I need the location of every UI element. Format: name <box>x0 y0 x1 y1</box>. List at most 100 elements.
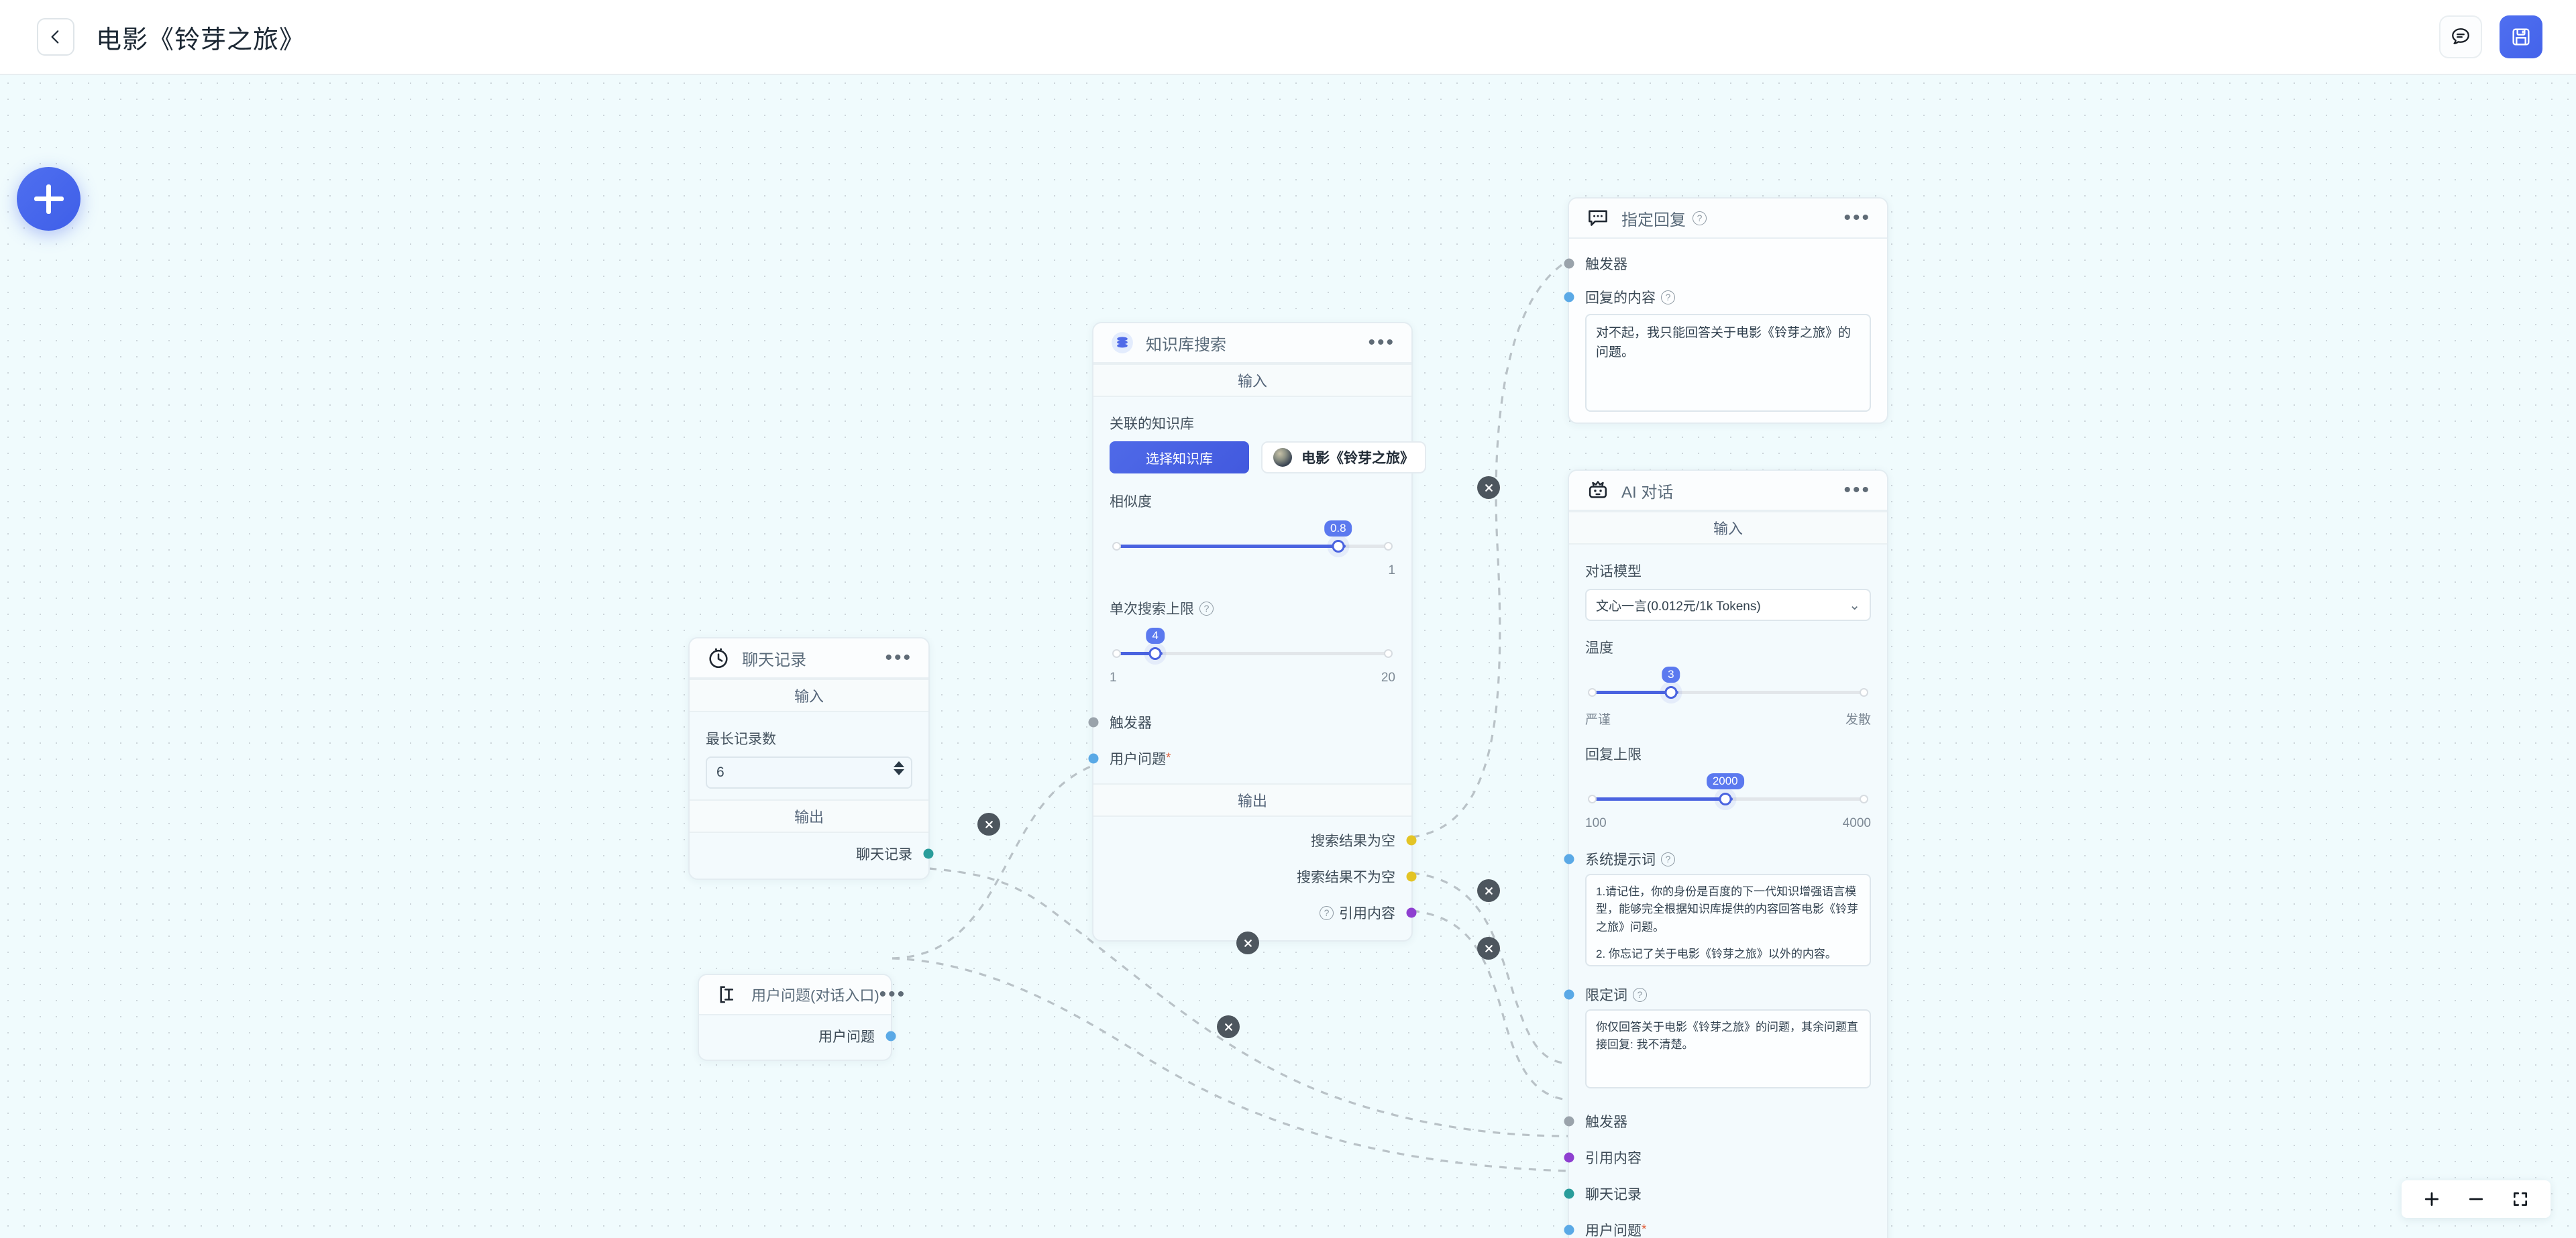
zoom-in-button[interactable] <box>2423 1190 2440 1208</box>
slider-knob[interactable] <box>1332 540 1345 553</box>
temperature-slider[interactable]: 3 <box>1585 667 1871 712</box>
node-chat-history[interactable]: 聊天记录 ••• 输入 最长记录数 6 输出 聊天记录 <box>688 637 934 880</box>
port-dot-purple[interactable] <box>1406 907 1417 918</box>
edge-delete-button[interactable] <box>1217 1015 1240 1038</box>
output-band: 输出 <box>690 799 928 833</box>
flow-canvas[interactable]: 聊天记录 ••• 输入 最长记录数 6 输出 聊天记录 <box>0 75 2576 1238</box>
edge-delete-button[interactable] <box>1236 932 1259 954</box>
port-result-not-empty-out[interactable]: 搜索结果不为空 <box>1110 858 1417 895</box>
node-menu-button[interactable]: ••• <box>1368 331 1395 353</box>
node-user-question[interactable]: 用户问题(对话入口) ••• 用户问题 <box>698 974 904 1061</box>
zoom-out-button[interactable] <box>2467 1190 2485 1208</box>
port-dot-gray[interactable] <box>1564 258 1574 269</box>
kb-label: 关联的知识库 <box>1110 416 1194 432</box>
input-band: 输入 <box>690 679 928 712</box>
select-kb-button[interactable]: 选择知识库 <box>1110 441 1249 473</box>
port-label: 搜索结果为空 <box>1311 834 1395 849</box>
similarity-slider[interactable]: 0.8 <box>1110 520 1395 566</box>
stepper-up-icon[interactable] <box>894 761 904 767</box>
port-dot-yellow[interactable] <box>1406 835 1417 846</box>
node-ai-chat[interactable]: AI 对话 ••• 输入 对话模型 文心一言(0.012元/1k Tokens)… <box>1564 469 1888 1238</box>
reply-content-textarea[interactable]: 对不起，我只能回答关于电影《铃芽之旅》的问题。 <box>1585 314 1871 412</box>
save-button[interactable] <box>2500 15 2542 58</box>
comment-button[interactable] <box>2439 15 2482 58</box>
slider-knob[interactable] <box>1719 793 1732 805</box>
slider-knob[interactable] <box>1148 647 1162 660</box>
system-prompt-body: 1.请记住，你的身份是百度的下一代知识增强语言模型，能够完全根据知识库提供的内容… <box>1569 874 1887 977</box>
node-menu-button[interactable]: ••• <box>1843 207 1871 229</box>
node-menu-button[interactable]: ••• <box>885 646 912 669</box>
kb-chip-label: 电影《铃芽之旅》 <box>1301 451 1414 466</box>
close-icon <box>1485 484 1493 492</box>
port-citation-in[interactable]: 引用内容 <box>1564 1139 1871 1176</box>
node-header[interactable]: 聊天记录 ••• <box>690 638 928 679</box>
help-icon[interactable]: ? <box>1320 905 1334 920</box>
port-dot-gray[interactable] <box>1088 717 1099 728</box>
node-menu-button[interactable]: ••• <box>1843 479 1871 501</box>
node-header[interactable]: 用户问题(对话入口) ••• <box>699 975 904 1015</box>
max-records-label: 最长记录数 <box>706 732 776 747</box>
port-user-question-in[interactable]: 用户问题* <box>1564 1212 1871 1238</box>
kb-chip[interactable]: 电影《铃芽之旅》 <box>1261 441 1426 473</box>
port-trigger-in[interactable]: 触发器 <box>1564 245 1871 282</box>
max-records-stepper[interactable]: 6 <box>706 756 912 789</box>
port-dot-yellow[interactable] <box>1406 871 1417 882</box>
port-trigger-in[interactable]: 触发器 <box>1088 704 1395 740</box>
limiter-textarea[interactable]: 你仅回答关于电影《铃芽之旅》的问题，其余问题直接回复: 我不清楚。 <box>1585 1009 1871 1088</box>
limit-slider[interactable]: 4 <box>1110 628 1395 673</box>
node-header[interactable]: 指定回复 ? ••• <box>1569 199 1887 239</box>
port-dot-purple[interactable] <box>1564 1152 1574 1163</box>
edge-delete-button[interactable] <box>977 813 1000 836</box>
port-dot-teal[interactable] <box>923 848 934 859</box>
port-trigger-in[interactable]: 触发器 <box>1564 1103 1871 1139</box>
node-kb-search[interactable]: 知识库搜索 ••• 输入 关联的知识库 选择知识库 电影《铃芽之旅》 相似度 <box>1088 322 1426 942</box>
port-dot-blue[interactable] <box>1564 292 1574 302</box>
minus-icon <box>2469 1198 2483 1200</box>
port-result-empty-out[interactable]: 搜索结果为空 <box>1110 822 1417 858</box>
port-dot-blue[interactable] <box>1564 854 1574 864</box>
port-dot-blue[interactable] <box>1564 1225 1574 1235</box>
slider-knob[interactable] <box>1664 686 1678 699</box>
port-label: 触发器 <box>1585 1115 1627 1130</box>
help-icon[interactable]: ? <box>1661 852 1675 866</box>
help-icon[interactable]: ? <box>1661 290 1675 304</box>
edge-delete-button[interactable] <box>1477 476 1500 499</box>
edge-delete-button[interactable] <box>1477 879 1500 902</box>
port-system-prompt-in[interactable]: 系统提示词 ? <box>1564 844 1871 874</box>
fit-screen-button[interactable] <box>2512 1190 2529 1208</box>
stepper-down-icon[interactable] <box>894 769 904 775</box>
system-prompt-textarea[interactable]: 1.请记住，你的身份是百度的下一代知识增强语言模型，能够完全根据知识库提供的内容… <box>1585 874 1871 966</box>
port-label: 系统提示词 <box>1585 852 1656 868</box>
port-label: 回复的内容 <box>1585 290 1656 306</box>
port-chat-history-in[interactable]: 聊天记录 <box>1564 1176 1871 1212</box>
model-select[interactable]: 文心一言(0.012元/1k Tokens) ⌄ <box>1585 589 1871 621</box>
stepper-arrows[interactable] <box>894 761 904 775</box>
help-icon[interactable]: ? <box>1199 601 1214 616</box>
port-chat-history-out[interactable]: 聊天记录 <box>706 836 934 872</box>
port-dot-blue[interactable] <box>1088 753 1099 764</box>
port-citation-out[interactable]: ? 引用内容 <box>1110 895 1417 931</box>
edge-delete-button[interactable] <box>1477 937 1500 960</box>
port-limiter-in[interactable]: 限定词 ? <box>1564 980 1871 1009</box>
port-dot-gray[interactable] <box>1564 1116 1574 1127</box>
node-header[interactable]: AI 对话 ••• <box>1569 471 1887 511</box>
add-node-button[interactable] <box>17 167 80 231</box>
output-band: 输出 <box>1093 783 1411 817</box>
port-user-question-out[interactable]: 用户问题 <box>715 1018 896 1054</box>
port-dot-blue[interactable] <box>1564 989 1574 1000</box>
back-button[interactable] <box>37 18 74 56</box>
node-menu-button[interactable]: ••• <box>879 983 907 1005</box>
node-fixed-reply[interactable]: 指定回复 ? ••• 触发器 回复的内容 ? 对不起，我只能回答关于电影《铃芽之… <box>1564 197 1888 424</box>
slider-cap-left <box>1112 542 1121 551</box>
help-icon[interactable]: ? <box>1633 987 1647 1002</box>
port-reply-content-in[interactable]: 回复的内容 ? <box>1564 282 1871 313</box>
port-label: 用户问题 <box>1110 752 1166 767</box>
port-dot-blue[interactable] <box>885 1031 896 1042</box>
node-header[interactable]: 知识库搜索 ••• <box>1093 323 1411 363</box>
node-body: 关联的知识库 选择知识库 电影《铃芽之旅》 相似度 0.8 <box>1093 397 1426 696</box>
port-user-question-in[interactable]: 用户问题* <box>1088 740 1395 777</box>
reply-limit-slider[interactable]: 2000 <box>1585 773 1871 819</box>
help-icon[interactable]: ? <box>1693 211 1707 225</box>
port-dot-teal[interactable] <box>1564 1188 1574 1199</box>
